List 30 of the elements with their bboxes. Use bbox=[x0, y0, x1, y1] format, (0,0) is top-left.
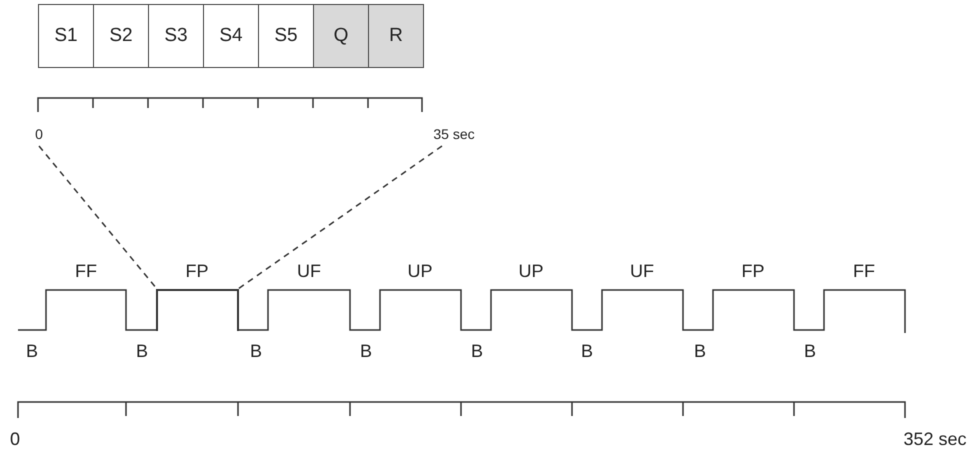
segment-cell: S1 bbox=[38, 4, 94, 68]
baseline-label: B bbox=[26, 340, 38, 362]
segment-cell: S5 bbox=[258, 4, 314, 68]
phase-label: UF bbox=[630, 260, 654, 282]
baseline-label: B bbox=[250, 340, 262, 362]
axis-label: 35 sec bbox=[432, 124, 476, 144]
pulse-shape bbox=[156, 289, 239, 331]
baseline-label: B bbox=[581, 340, 593, 362]
phase-label: FF bbox=[75, 260, 97, 282]
segment-cell: Q bbox=[313, 4, 369, 68]
phase-label: UP bbox=[408, 260, 432, 282]
phase-label: FF bbox=[853, 260, 875, 282]
axis-label: 0 bbox=[30, 124, 48, 144]
zoom-line bbox=[38, 146, 158, 290]
segment-cell: S4 bbox=[203, 4, 259, 68]
segment-cell: S3 bbox=[148, 4, 204, 68]
phase-label: FP bbox=[742, 260, 764, 282]
segment-cell: S2 bbox=[93, 4, 149, 68]
baseline-label: B bbox=[694, 340, 706, 362]
baseline-label: B bbox=[804, 340, 816, 362]
baseline-label: B bbox=[360, 340, 372, 362]
zoom-line bbox=[238, 145, 442, 290]
baseline-label: B bbox=[136, 340, 148, 362]
phase-label: UF bbox=[297, 260, 321, 282]
axis-label: 352 sec bbox=[903, 428, 967, 450]
segment-cell: R bbox=[368, 4, 424, 68]
phase-label: UP bbox=[518, 260, 544, 282]
baseline-label: B bbox=[471, 340, 483, 362]
axis-label: 0 bbox=[10, 428, 20, 450]
phase-label: FP bbox=[186, 260, 208, 282]
